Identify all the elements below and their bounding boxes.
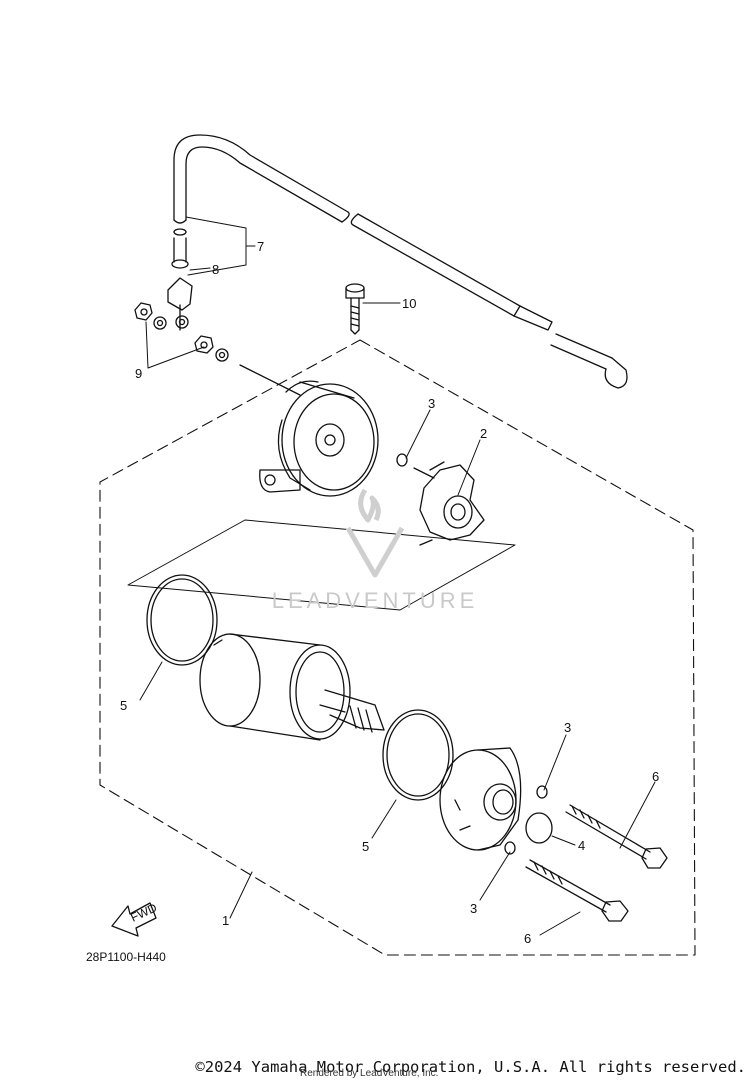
- front-cover: [439, 747, 522, 851]
- assembly-boundary: [99, 339, 696, 956]
- leader-lines: [139, 216, 656, 936]
- through-bolt-lower: [525, 859, 629, 922]
- cable-terminal: [167, 277, 193, 331]
- callout-3-upper: 3: [428, 396, 435, 411]
- callout-5-right: 5: [362, 839, 369, 854]
- o-ring-3-low: [504, 841, 516, 855]
- callout-3-mid: 3: [564, 720, 571, 735]
- callout-2: 2: [480, 426, 487, 441]
- watermark-logo-icon: [345, 488, 405, 578]
- callout-5-left: 5: [120, 698, 127, 713]
- bolt-10: [345, 283, 365, 335]
- diagram-code: 28P1100-H440: [86, 950, 166, 964]
- watermark-text: LEADVENTURE: [272, 588, 479, 613]
- callout-4: 4: [578, 838, 585, 853]
- brush-holder: [413, 461, 485, 546]
- nuts-and-washers: [134, 302, 229, 362]
- starter-cable: [171, 134, 628, 389]
- callout-9: 9: [135, 366, 142, 381]
- callout-3-low: 3: [470, 901, 477, 916]
- fwd-arrow-icon: [111, 902, 157, 937]
- rear-cover-housing: [239, 364, 379, 497]
- callout-1: 1: [222, 913, 229, 928]
- gasket-ring-5-left: [146, 574, 218, 666]
- callout-8: 8: [212, 262, 219, 277]
- o-ring-3-upper: [396, 453, 408, 467]
- o-ring-4: [525, 812, 553, 844]
- o-ring-3-mid: [536, 785, 548, 799]
- rendered-by-text: Rendered by LeadVenture, Inc.: [300, 1068, 439, 1079]
- callout-10: 10: [402, 296, 416, 311]
- callout-6-upper: 6: [652, 769, 659, 784]
- copyright-text: ©2024 Yamaha Motor Corporation, U.S.A. A…: [195, 1058, 746, 1076]
- callout-7: 7: [257, 239, 264, 254]
- fwd-label: FWD: [128, 900, 159, 924]
- gasket-ring-5-right: [382, 709, 454, 801]
- through-bolt-upper: [565, 804, 668, 869]
- callout-6-lower: 6: [524, 931, 531, 946]
- motor-yoke: [199, 633, 385, 741]
